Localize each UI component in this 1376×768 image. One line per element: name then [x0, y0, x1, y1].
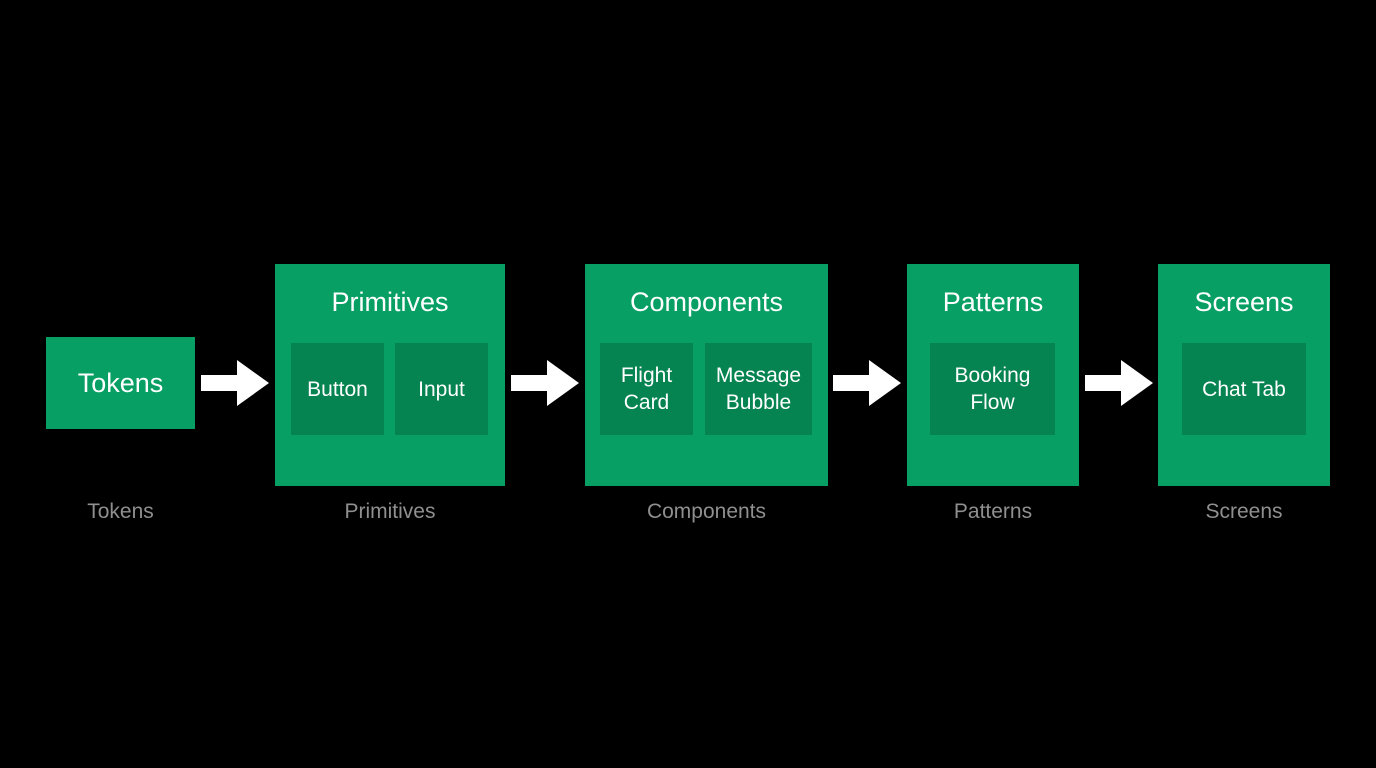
screens-box-title: Screens — [1194, 287, 1294, 317]
chat-tab-screen-box: Chat Tab — [1182, 343, 1306, 435]
booking-flow-pattern-box: Booking Flow — [930, 343, 1055, 435]
right-arrow-icon — [201, 360, 269, 406]
button-primitive-label: Button — [307, 377, 368, 401]
primitives-box: Primitives Button Input — [275, 264, 505, 486]
screens-caption: Screens — [1205, 500, 1283, 523]
patterns-box: Patterns Booking Flow — [907, 264, 1079, 486]
components-box-title: Components — [629, 287, 784, 317]
right-arrow-icon — [1085, 360, 1153, 406]
patterns-box-title: Patterns — [942, 287, 1044, 317]
chat-tab-screen-label: Chat Tab — [1202, 377, 1286, 401]
tokens-caption: Tokens — [87, 500, 154, 523]
screens-box: Screens Chat Tab — [1158, 264, 1330, 486]
flight-card-component-label: Flight Card — [620, 364, 673, 414]
patterns-caption: Patterns — [953, 500, 1033, 523]
input-primitive-box: Input — [395, 343, 488, 435]
tokens-box: Tokens — [46, 337, 195, 429]
flight-card-component-box: Flight Card — [600, 343, 693, 435]
button-primitive-box: Button — [291, 343, 384, 435]
tokens-box-title: Tokens — [77, 368, 164, 398]
right-arrow-icon — [833, 360, 901, 406]
components-box: Components Flight Card Message Bubble — [585, 264, 828, 486]
components-caption: Components — [646, 500, 767, 523]
message-bubble-component-box: Message Bubble — [705, 343, 812, 435]
primitives-box-title: Primitives — [331, 287, 449, 317]
booking-flow-pattern-label: Booking Flow — [954, 364, 1031, 414]
message-bubble-component-label: Message Bubble — [715, 364, 802, 414]
input-primitive-label: Input — [418, 377, 465, 401]
right-arrow-icon — [511, 360, 579, 406]
primitives-caption: Primitives — [344, 500, 436, 523]
